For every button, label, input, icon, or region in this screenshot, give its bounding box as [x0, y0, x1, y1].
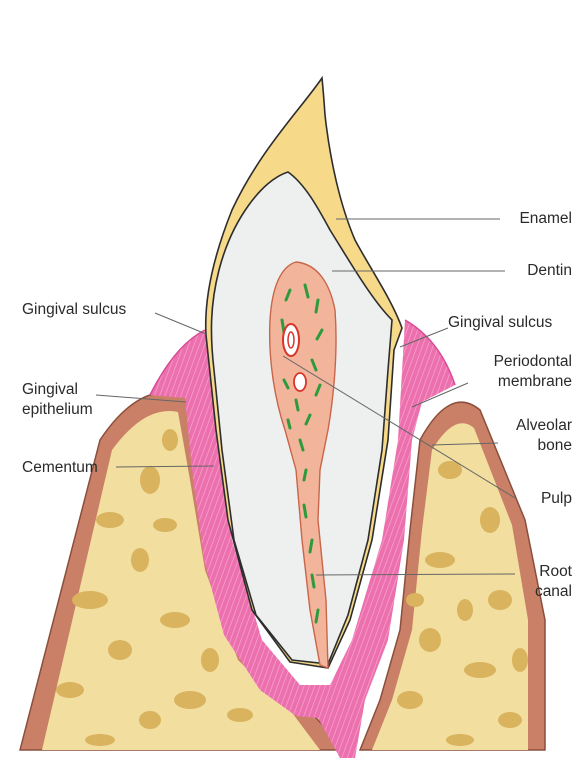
label-root-canal-line-2: canal — [534, 583, 572, 600]
label-dentin: Dentin — [527, 262, 572, 279]
label-gingival-sulcus-right: Gingival sulcus — [448, 314, 553, 331]
label-gingival-epithelium-line-2: epithelium — [22, 401, 93, 418]
bone-spots — [56, 429, 528, 746]
label-cementum: Cementum — [22, 459, 98, 476]
label-gingival-epithelium-line-1: Gingival — [22, 381, 78, 398]
label-gingival-epithelium: Gingival epithelium — [22, 380, 93, 420]
gingiva — [150, 320, 455, 758]
label-alveolar-line-1: Alveolar — [516, 417, 572, 434]
label-root-canal: Root canal — [460, 562, 572, 602]
pulp-vessel-ring — [282, 323, 307, 392]
label-alveolar-line-2: bone — [537, 437, 572, 454]
alveolar-bone-left-inner — [42, 411, 320, 750]
label-pulp: Pulp — [540, 490, 572, 507]
label-gingival-sulcus-left: Gingival sulcus — [22, 301, 127, 318]
label-alveolar-bone: Alveolar bone — [460, 416, 572, 456]
pulp — [268, 261, 337, 670]
leader-lines — [95, 218, 516, 576]
label-enamel: Enamel — [519, 210, 572, 227]
label-periodontal-line-1: Periodontal — [493, 353, 572, 370]
label-periodontal-membrane: Periodontal membrane — [440, 352, 572, 392]
label-root-canal-line-1: Root — [539, 563, 572, 580]
label-periodontal-line-2: membrane — [497, 373, 572, 390]
